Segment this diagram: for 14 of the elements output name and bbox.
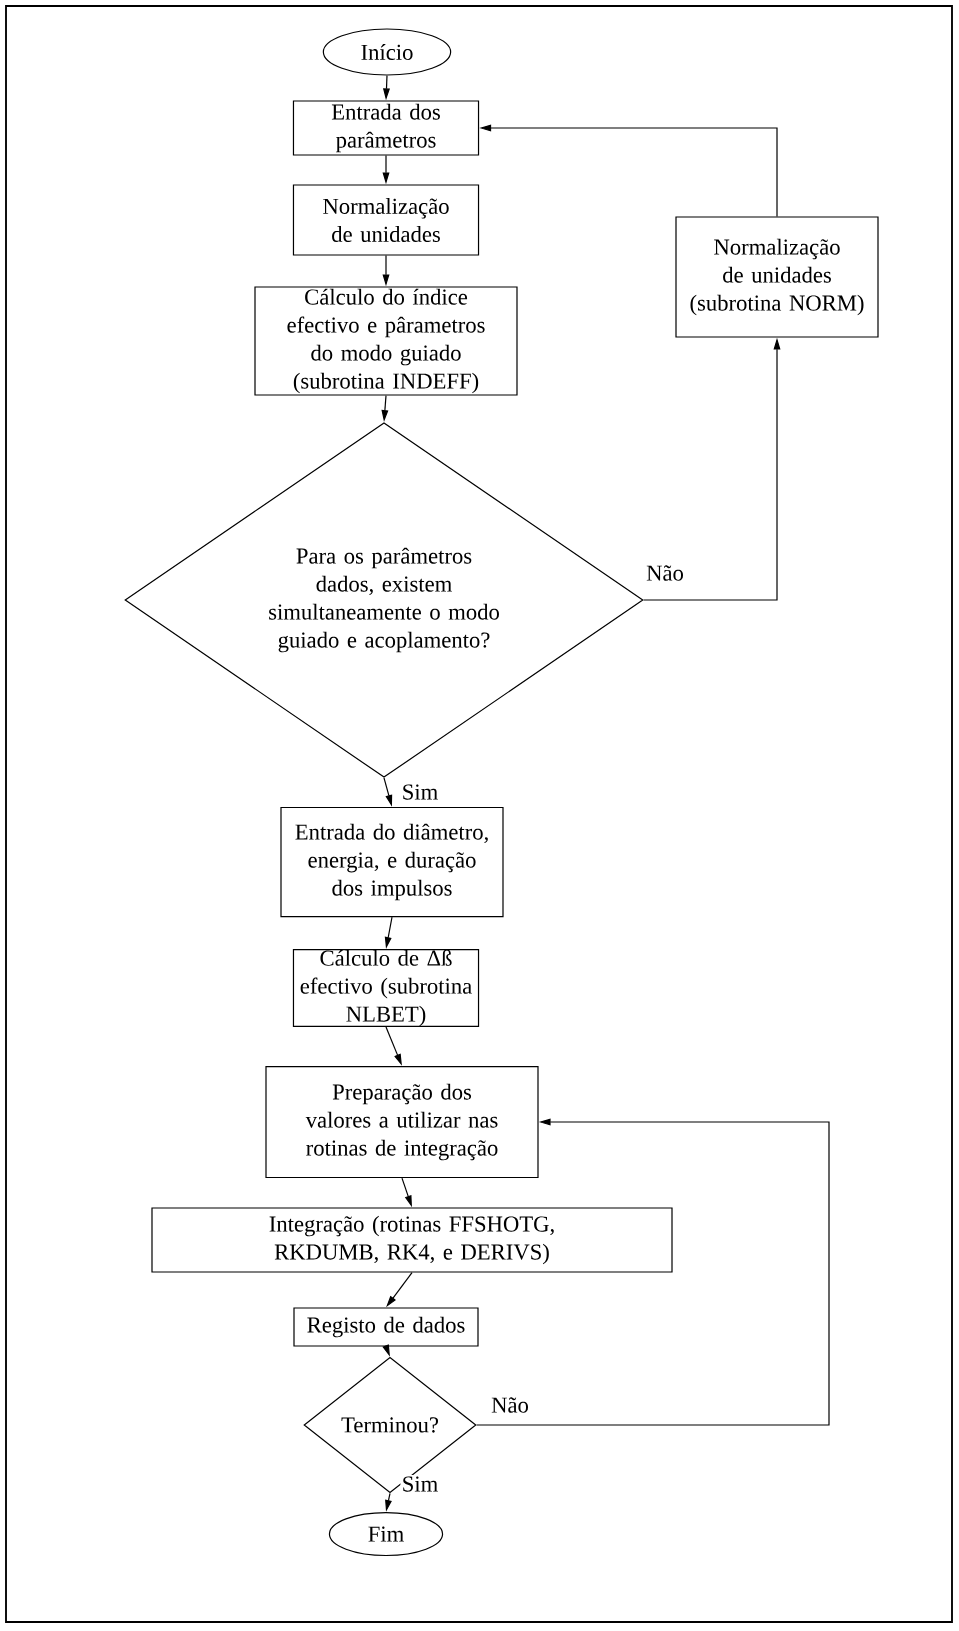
edge-label: Não	[644, 563, 686, 583]
edge-label: Sim	[400, 1475, 440, 1493]
edge-label: Não	[489, 1395, 531, 1415]
process-box: Normalização de unidades (subrotina NORM)	[675, 216, 879, 338]
process-box: Registo de dados	[293, 1307, 479, 1347]
process-box: Entrada dos parâmetros	[292, 100, 480, 156]
process-box: Cálculo de Δß efectivo (subrotina NLBET)	[292, 949, 480, 1027]
process-box: Cálculo do índice efectivo e pârametros do modo guiado (subrotina INDEFF)	[254, 286, 518, 396]
process-box: Integração (rotinas FFSHOTG, RKDUMB, RK4, e DERIVS)	[151, 1207, 673, 1273]
edge-label: Sim	[400, 783, 440, 801]
process-box: Normalização de unidades	[292, 184, 480, 256]
process-box: Preparação dos valores a utilizar nas rotinas de integração	[265, 1065, 539, 1179]
process-box: Entrada do diâmetro, energia, e duração dos impulsos	[280, 806, 504, 918]
arrow	[476, 1118, 830, 1426]
